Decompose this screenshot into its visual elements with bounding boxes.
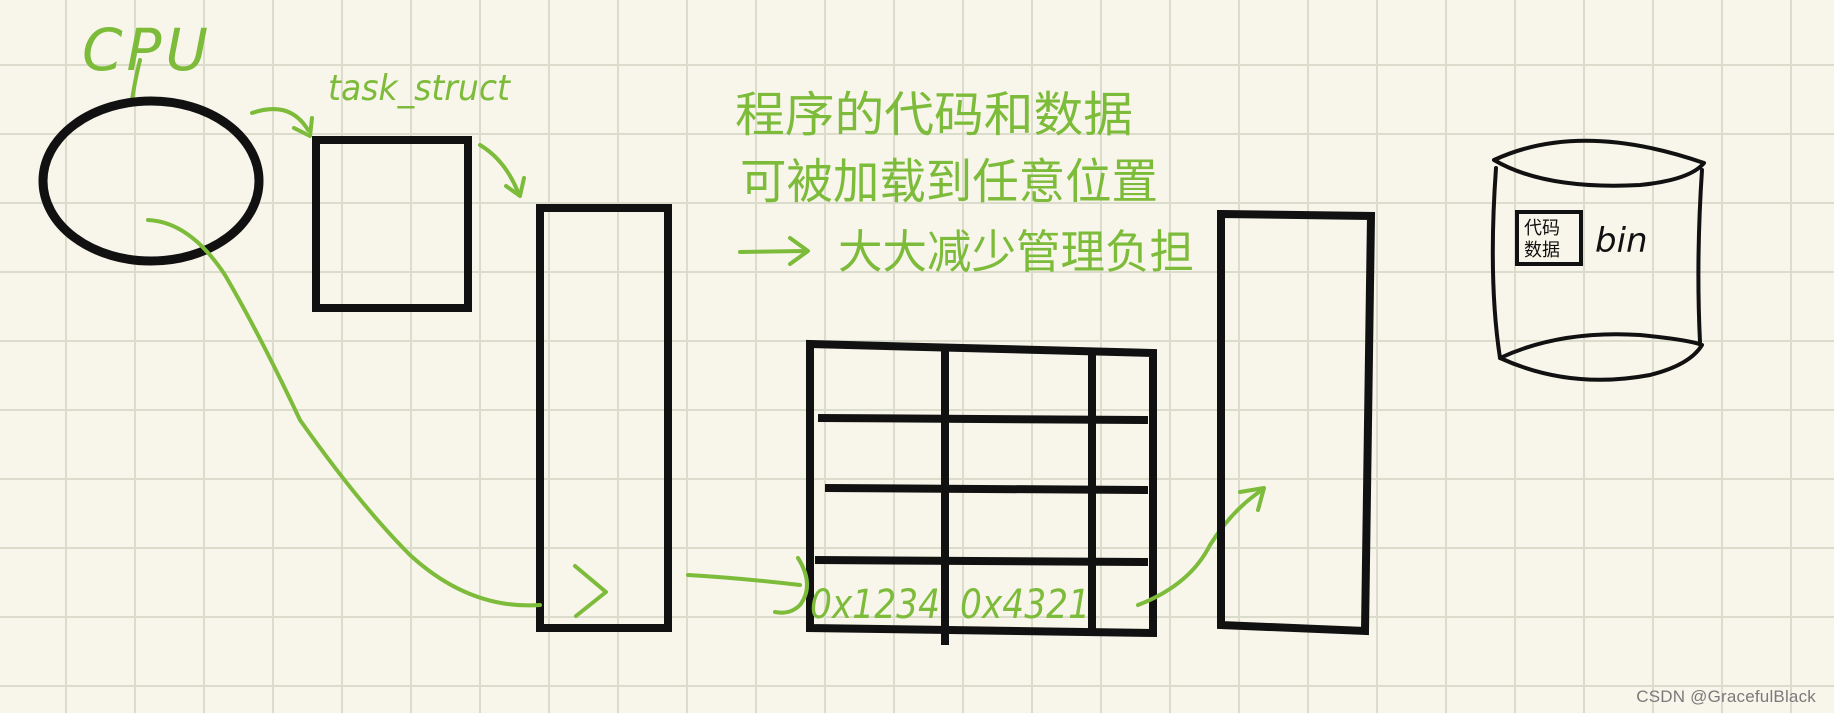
task-struct-label: task_struct <box>328 68 512 109</box>
task-struct-to-address-space-arrow <box>478 143 526 198</box>
address-space-entry-arrow <box>573 564 608 618</box>
program-file-icon <box>1515 210 1583 266</box>
cpu-to-task-struct-arrow <box>250 107 314 138</box>
physical-address-label: 0x4321 <box>960 582 1090 628</box>
page-table <box>806 339 1157 645</box>
program-file-icon-line1: 代码 <box>1524 218 1560 239</box>
watermark: CSDN @GracefulBlack <box>1636 687 1816 706</box>
virtual-address-space <box>536 204 672 632</box>
page-table-to-physical-memory-arrow <box>1136 486 1266 607</box>
cpu-pointer-line <box>130 58 142 102</box>
disk-bin-label: bin <box>1595 221 1648 261</box>
virtual-address-label: 0x1234 <box>810 582 940 628</box>
note-line-1: 程序的代码和数据 <box>735 87 1133 143</box>
address-space-to-page-table-arrow <box>686 573 802 587</box>
disk-right-side <box>1696 168 1704 344</box>
program-file-icon-line2: 数据 <box>1524 240 1560 261</box>
note-line-2: 可被加载到任意位置 <box>740 154 1158 210</box>
disk-bottom-edge <box>1498 332 1704 382</box>
disk-top-edge <box>1492 138 1706 188</box>
page-table-border <box>806 339 1157 638</box>
disk-left-side <box>1490 166 1502 360</box>
physical-memory <box>1217 209 1376 636</box>
cpu-ellipse <box>38 96 264 266</box>
cpu-label: CPU <box>82 16 212 84</box>
page-table-row-line <box>824 484 1149 494</box>
note-line-3: 大大减少管理负担 <box>838 225 1194 279</box>
disk-cylinder <box>1490 138 1706 382</box>
task-struct-box <box>312 136 472 312</box>
note-arrow-icon <box>738 236 810 266</box>
page-table-row-line <box>814 556 1149 566</box>
page-table-entry-bracket <box>773 556 809 615</box>
cpu-to-address-space-curve <box>146 218 542 608</box>
page-table-row-line <box>817 414 1149 424</box>
